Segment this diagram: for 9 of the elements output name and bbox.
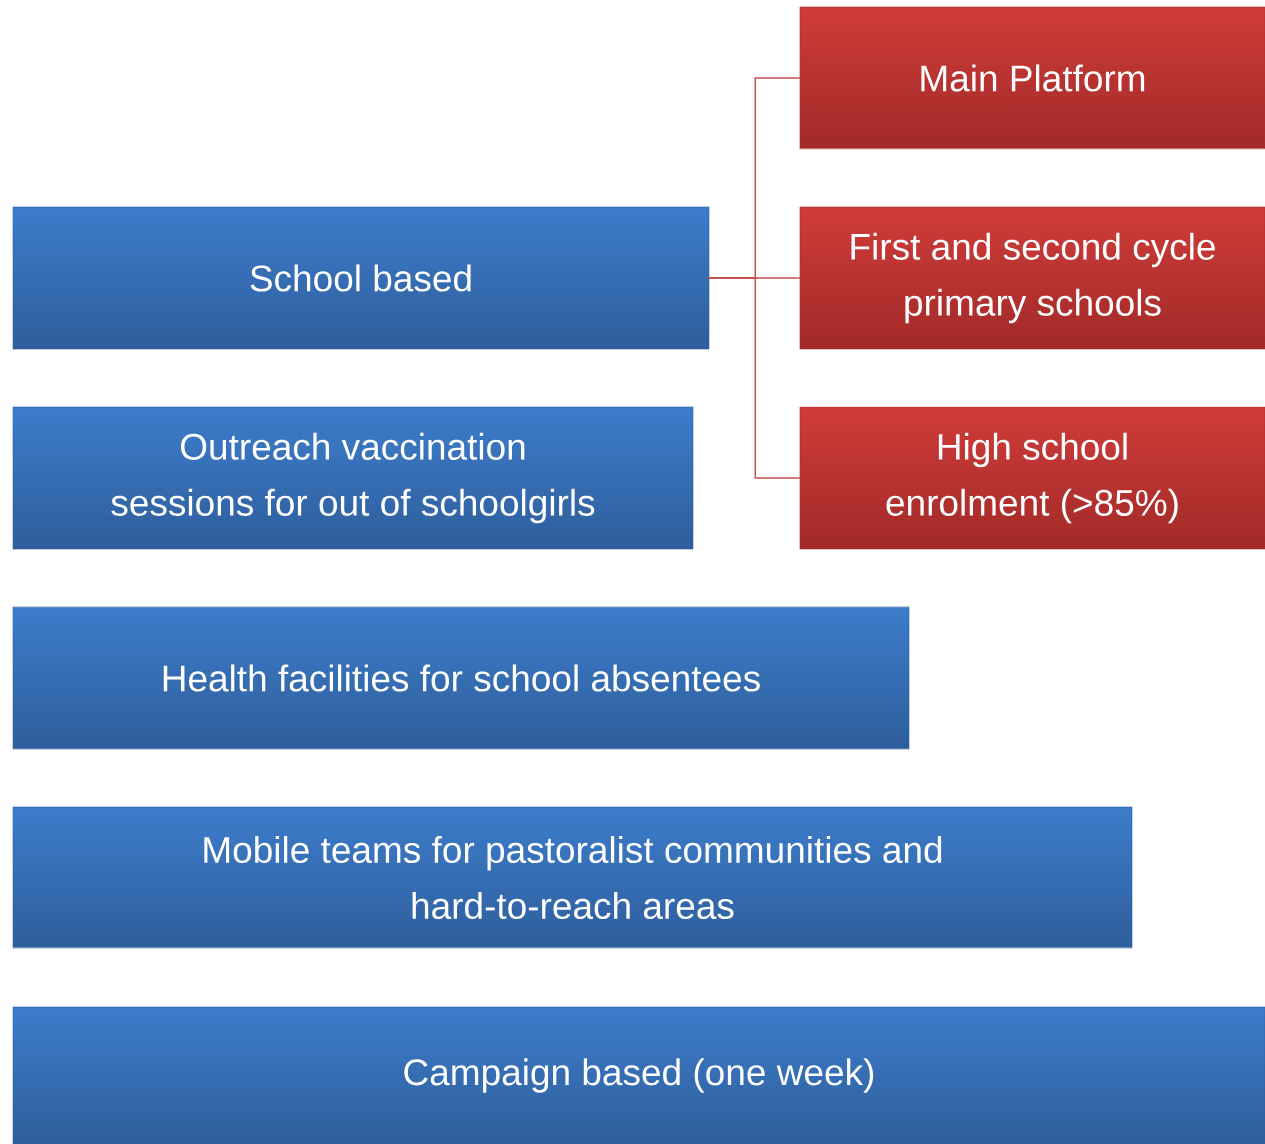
strategy-box: Campaign based (one week) — [12, 1006, 1265, 1144]
platform-box: High school enrolment (>85%) — [799, 406, 1265, 550]
platform-box: First and second cycle primary schools — [799, 206, 1265, 350]
connector-line — [707, 277, 802, 479]
platform-box: Main Platform — [799, 6, 1265, 150]
strategy-box: Mobile teams for pastoralist communities and hard-to-reach areas — [12, 806, 1133, 949]
strategy-box: Health facilities for school absentees — [12, 606, 910, 750]
strategy-box: Outreach vaccination sessions for out of schoolgirls — [12, 406, 694, 550]
strategy-box: School based — [12, 206, 710, 350]
